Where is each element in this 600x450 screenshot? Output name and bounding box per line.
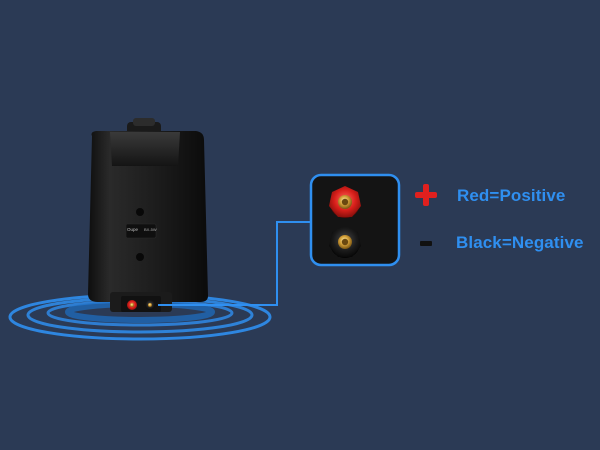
plus-icon — [411, 180, 441, 210]
speaker-terminals — [121, 296, 161, 312]
positive-label: Red=Positive — [457, 186, 566, 205]
speaker-model-text: BX-5W — [144, 227, 157, 232]
speaker-brand-text: Oupe — [127, 227, 139, 232]
minus-icon — [420, 241, 432, 246]
black-binding-post-icon — [329, 226, 361, 258]
negative-label: Black=Negative — [456, 233, 584, 252]
red-binding-post-icon — [329, 186, 361, 218]
speaker-cabinet — [88, 118, 208, 312]
callout-connector — [158, 221, 311, 306]
